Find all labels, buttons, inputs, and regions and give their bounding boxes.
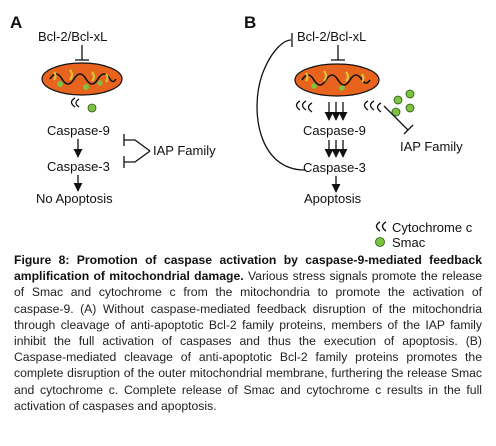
panel-a-iap-inhibition [123,134,151,168]
panel-a-bcl2-label: Bcl-2/Bcl-xL [38,29,107,44]
panel-b-letter: B [244,13,256,32]
caption-body: Various stress signals promote the relea… [14,269,482,413]
panel-a-caspase9-label: Caspase-9 [47,123,110,138]
panel-a-caspase3-label: Caspase-3 [47,159,110,174]
panel-b-caspase9-label: Caspase-9 [303,123,366,138]
panel-b-released-cytochrome-c-right [363,100,382,113]
panel-b-c9-to-c3-arrows [324,140,348,158]
panel-a-iap-label: IAP Family [153,143,216,158]
panel-b-mitochondrion [294,63,380,97]
legend-cytochrome-c-icon [375,221,387,232]
panel-a-released-cytochrome-c [70,97,80,108]
panel-b-released-smac [391,89,415,117]
panel-a-released-smac [87,103,97,113]
panel-b-outcome-label: Apoptosis [304,191,362,206]
panel-a-outcome-label: No Apoptosis [36,191,113,206]
panel-b-released-cytochrome-c-left [295,100,313,113]
panel-b-feedback-loop [256,39,306,171]
legend-smac-icon [375,237,385,247]
panel-b-iap-inhibition-bar [403,124,414,135]
panel-a-mitochondrion [41,62,123,96]
panel-b-iap-inhibition-line [383,105,409,131]
panel-b-iap-label: IAP Family [400,139,463,154]
panel-a-letter: A [10,13,22,32]
panel-b-caspase3-label: Caspase-3 [303,160,366,175]
figure-caption: Figure 8: Promotion of caspase activatio… [14,252,482,414]
legend-cytochrome-c-label: Cytochrome c [392,220,473,235]
panel-b-mito-to-c9-arrows [324,102,348,121]
mechanism-figure: A Bcl-2/Bcl-xL Caspase-9 Caspase-3 No Ap… [10,13,473,248]
caption-title: Figure 8: Promotion of caspase activatio… [14,253,482,284]
legend-smac-label: Smac [392,235,426,248]
panel-b-bcl2-label: Bcl-2/Bcl-xL [297,29,366,44]
